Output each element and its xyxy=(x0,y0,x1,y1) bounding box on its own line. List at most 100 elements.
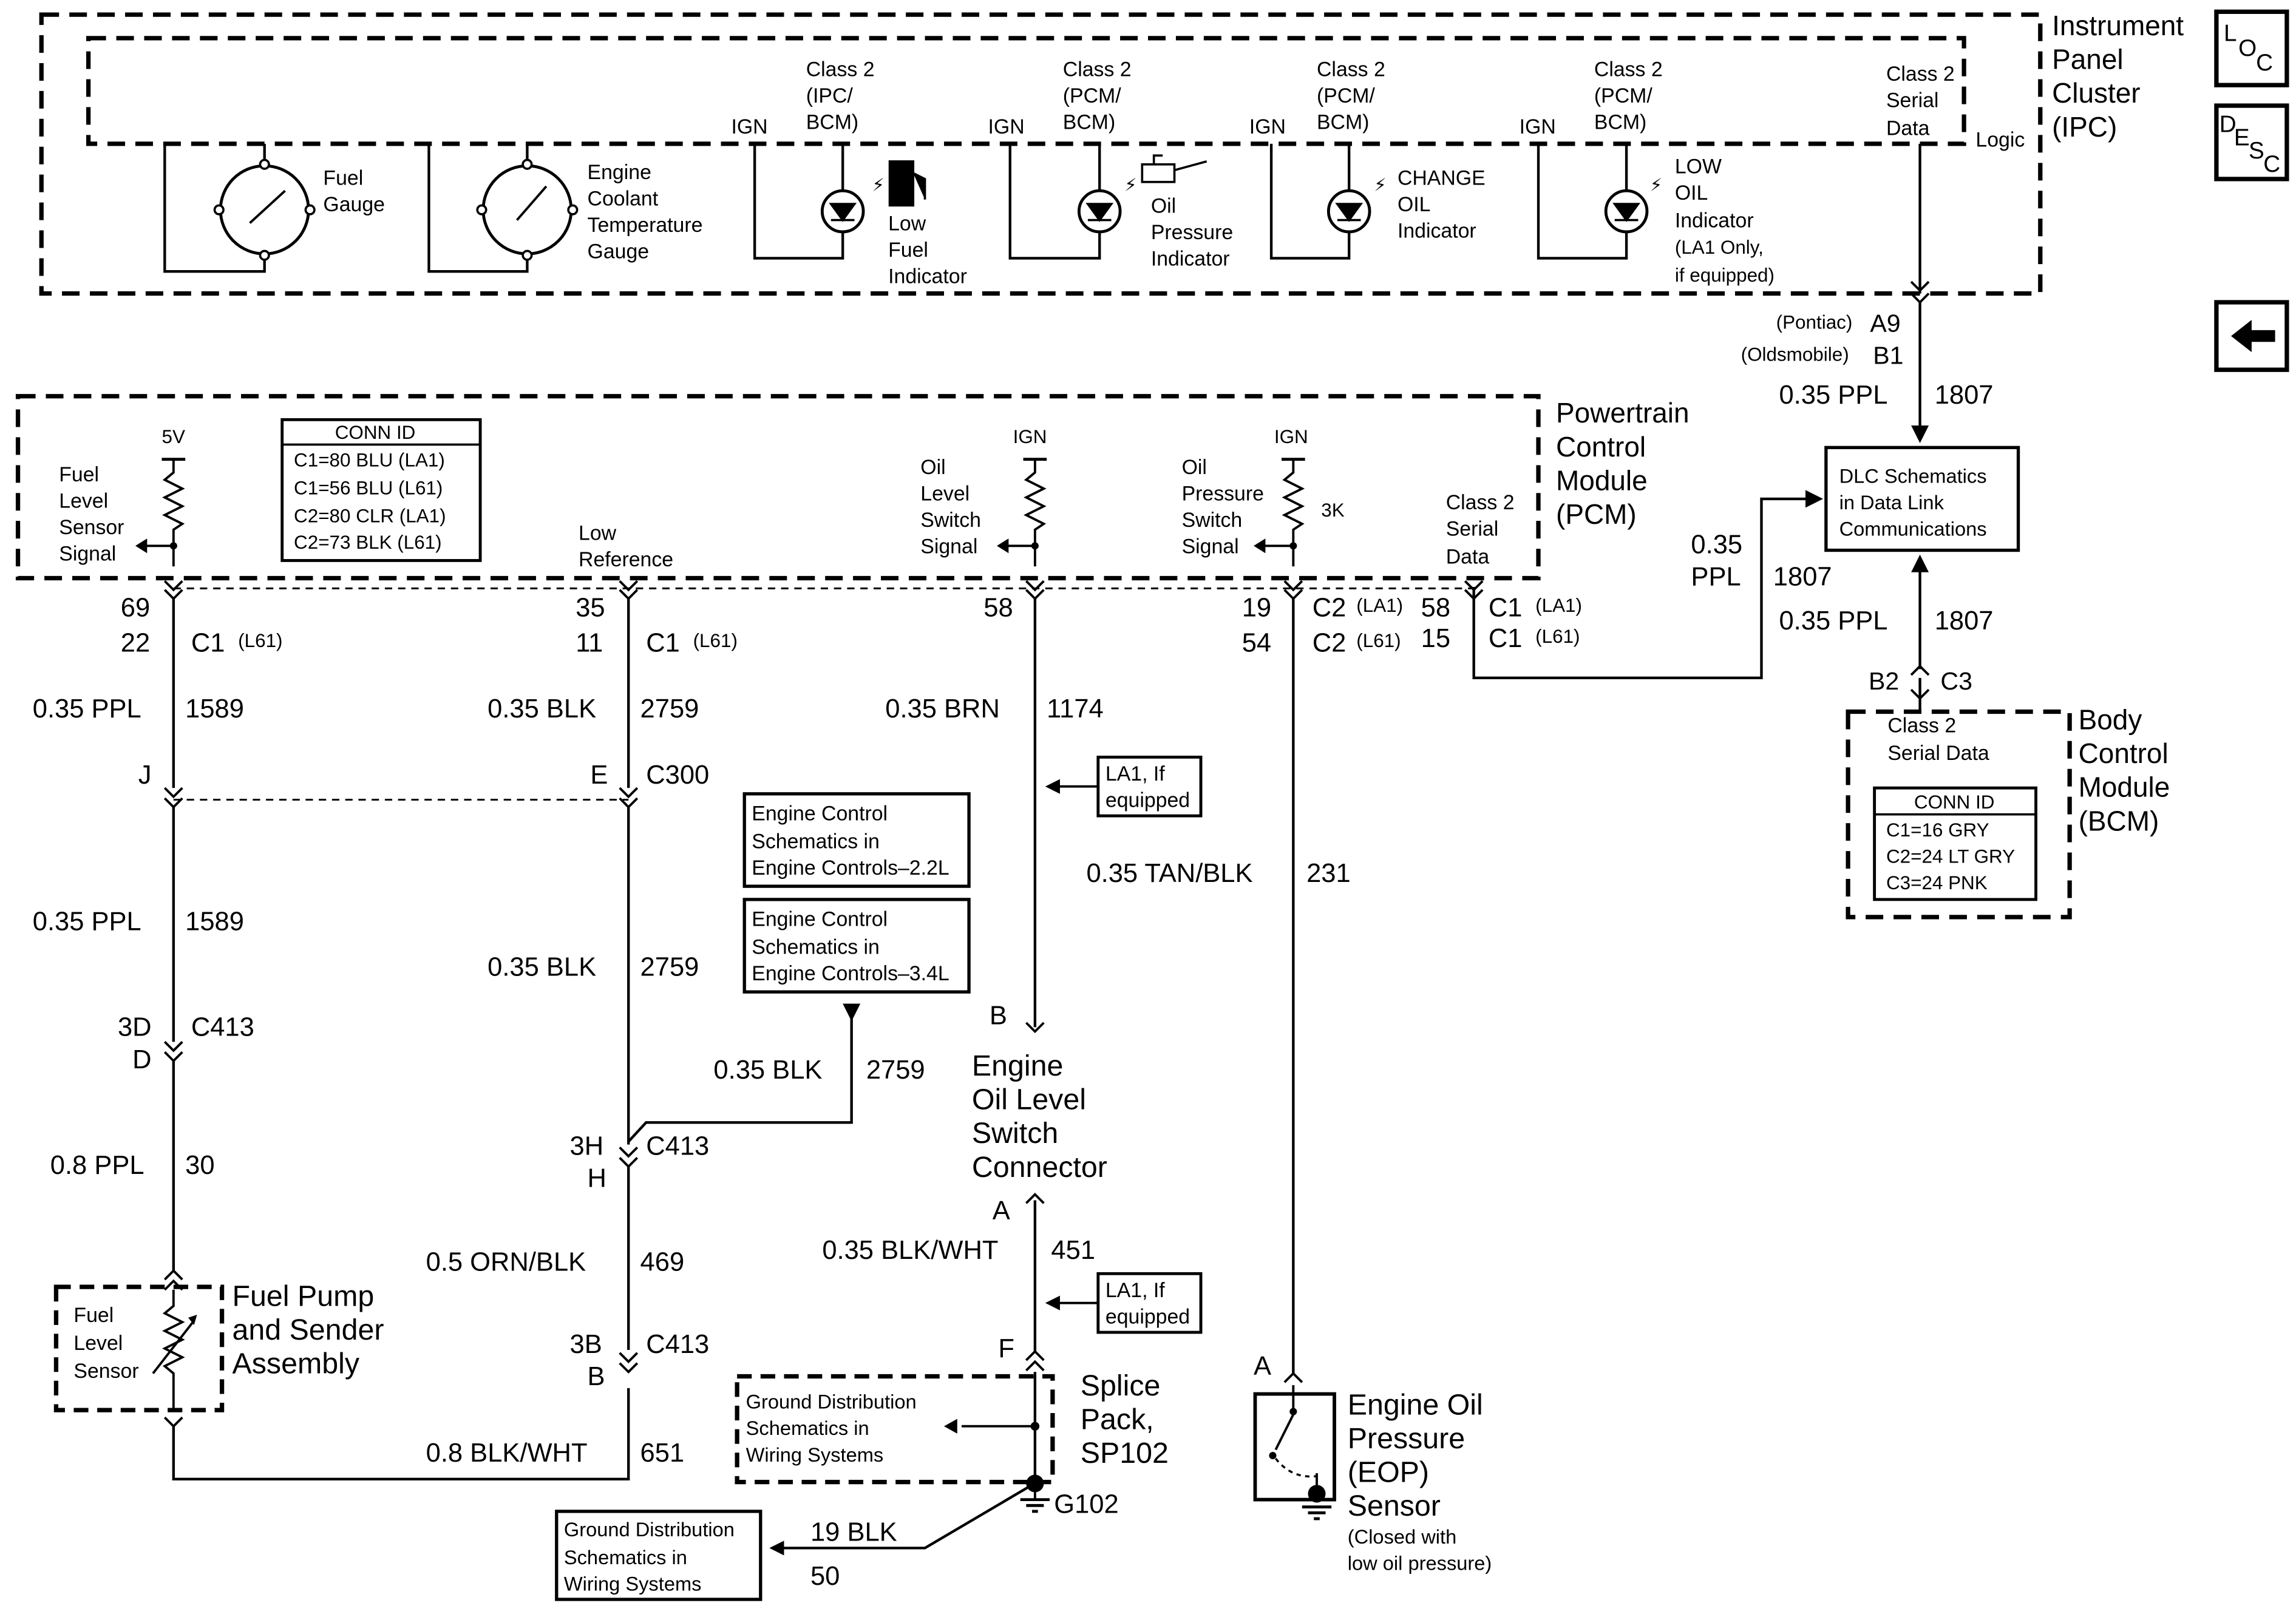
svg-text:IGN: IGN xyxy=(1249,115,1286,138)
low-fuel-indicator: IGN ⚡ Class 2 (IPC/ BCM) Low Fuel Indica… xyxy=(731,58,966,288)
svg-text:Pressure: Pressure xyxy=(1182,482,1264,505)
svg-text:Module: Module xyxy=(1556,464,1648,496)
dlc-left-wire: 0.35 PPL 1807 xyxy=(1472,490,1832,680)
svg-text:469: 469 xyxy=(640,1247,685,1276)
svg-text:3H: 3H xyxy=(570,1132,604,1161)
svg-text:(PCM/: (PCM/ xyxy=(1317,84,1375,107)
svg-text:Engine Controls–2.2L: Engine Controls–2.2L xyxy=(752,856,949,880)
svg-text:231: 231 xyxy=(1306,859,1351,888)
dlc-reference-box[interactable]: DLC Schematics in Data Link Communicatio… xyxy=(1824,446,2020,552)
svg-text:BCM): BCM) xyxy=(1063,111,1115,134)
svg-text:Fuel: Fuel xyxy=(73,1304,114,1327)
svg-text:3B: 3B xyxy=(570,1330,602,1359)
svg-text:0.35 BLK: 0.35 BLK xyxy=(713,1056,822,1085)
engine-controls-3-4l-ref[interactable]: Engine Control Schematics in Engine Cont… xyxy=(742,898,971,994)
svg-text:IGN: IGN xyxy=(1274,426,1308,447)
loc-button[interactable]: L O C xyxy=(2214,9,2289,87)
svg-text:1807: 1807 xyxy=(1935,606,1994,636)
desc-button[interactable]: D E S C xyxy=(2214,103,2289,181)
svg-text:Class 2: Class 2 xyxy=(1886,63,1955,86)
svg-text:Instrument: Instrument xyxy=(2052,10,2184,41)
svg-text:Control: Control xyxy=(2079,737,2169,769)
svg-text:Schematics in: Schematics in xyxy=(564,1546,687,1568)
svg-text:B: B xyxy=(990,1001,1007,1030)
svg-text:Data: Data xyxy=(1446,545,1490,568)
svg-text:Assembly: Assembly xyxy=(233,1348,360,1380)
low-oil-indicator: IGN ⚡ Class 2 (PCM/ BCM) LOW OIL Indicat… xyxy=(1520,58,1775,286)
svg-text:15: 15 xyxy=(1421,624,1450,653)
oil-pressure-switch-signal: IGN 3K Oil Pressure Switch Signal xyxy=(1182,426,1345,567)
svg-text:IGN: IGN xyxy=(988,115,1025,138)
pcm-serial-data: Class 2 Serial Data xyxy=(1446,491,1515,568)
svg-text:BCM): BCM) xyxy=(1594,111,1646,134)
pcm-connector-pins: 69 22 C1 (L61) 35 11 C1 (L61) 58 19 54 C… xyxy=(121,580,1582,657)
svg-text:651: 651 xyxy=(640,1439,685,1468)
svg-text:Indicator: Indicator xyxy=(1675,209,1754,232)
svg-text:(BCM): (BCM) xyxy=(2079,805,2159,836)
svg-text:0.35 PPL: 0.35 PPL xyxy=(1779,606,1887,636)
diode-icon xyxy=(829,203,857,222)
svg-text:C2=80 CLR (LA1): C2=80 CLR (LA1) xyxy=(294,506,446,527)
diode-icon xyxy=(1612,203,1640,222)
loc-letter-l: L xyxy=(2224,21,2237,47)
engine-controls-2-2l-ref[interactable]: Engine Control Schematics in Engine Cont… xyxy=(742,792,971,888)
svg-text:Cluster: Cluster xyxy=(2052,77,2140,109)
svg-text:(IPC/: (IPC/ xyxy=(806,84,854,107)
svg-text:Serial Data: Serial Data xyxy=(1887,742,1989,765)
svg-text:0.35 BLK: 0.35 BLK xyxy=(487,953,596,982)
svg-text:35: 35 xyxy=(576,593,605,622)
desc-letter-c: C xyxy=(2263,151,2280,177)
svg-text:SP102: SP102 xyxy=(1081,1437,1169,1470)
svg-text:(LA1 Only,: (LA1 Only, xyxy=(1675,237,1764,258)
svg-text:Level: Level xyxy=(920,482,970,505)
svg-text:Oil: Oil xyxy=(1182,456,1207,479)
svg-text:and Sender: and Sender xyxy=(233,1314,384,1346)
svg-text:low oil pressure): low oil pressure) xyxy=(1348,1552,1492,1575)
bcm-module: B2 C3 Class 2 Serial Data CONN ID C1=16 … xyxy=(1846,667,2170,920)
svg-text:58: 58 xyxy=(1421,593,1450,622)
svg-text:Sensor: Sensor xyxy=(59,516,124,539)
svg-text:(Pontiac): (Pontiac) xyxy=(1776,312,1853,333)
svg-text:Panel: Panel xyxy=(2052,44,2123,75)
svg-text:B: B xyxy=(588,1362,605,1391)
svg-text:OIL: OIL xyxy=(1675,181,1708,205)
svg-text:B2: B2 xyxy=(1869,667,1899,695)
svg-text:Powertrain: Powertrain xyxy=(1556,397,1690,429)
svg-text:Engine Control: Engine Control xyxy=(752,907,888,931)
svg-text:Engine Control: Engine Control xyxy=(752,802,888,825)
ground-distribution-ref[interactable]: Ground Distribution Schematics in Wiring… xyxy=(555,1510,763,1601)
svg-text:B1: B1 xyxy=(1873,342,1903,370)
svg-text:0.35 BLK/WHT: 0.35 BLK/WHT xyxy=(822,1236,998,1265)
resistor-icon xyxy=(1282,459,1305,567)
loc-letter-o: O xyxy=(2238,35,2257,61)
svg-text:A: A xyxy=(1254,1352,1271,1381)
svg-text:Coolant: Coolant xyxy=(588,187,659,210)
svg-text:0.35: 0.35 xyxy=(1691,530,1742,559)
desc-letter-d: D xyxy=(2220,112,2237,138)
svg-text:19: 19 xyxy=(1242,593,1271,622)
svg-text:Pack,: Pack, xyxy=(1081,1403,1154,1436)
svg-text:Schematics in: Schematics in xyxy=(746,1417,869,1439)
svg-text:Engine: Engine xyxy=(972,1049,1063,1082)
variable-resistor-icon xyxy=(162,1289,185,1411)
svg-text:Fuel Pump: Fuel Pump xyxy=(233,1280,375,1313)
svg-text:Schematics in: Schematics in xyxy=(752,935,880,958)
svg-text:0.35 PPL: 0.35 PPL xyxy=(33,907,141,937)
light-rays-icon: ⚡ xyxy=(1650,175,1662,195)
svg-text:C3: C3 xyxy=(1940,667,1972,695)
loc-letter-c: C xyxy=(2256,50,2273,76)
svg-text:Ground Distribution: Ground Distribution xyxy=(746,1391,917,1413)
svg-text:0.8 PPL: 0.8 PPL xyxy=(50,1151,144,1180)
coolant-gauge: Engine Coolant Temperature Gauge xyxy=(427,143,702,273)
svg-text:69: 69 xyxy=(121,593,150,622)
svg-text:5V: 5V xyxy=(161,426,185,447)
svg-text:C2: C2 xyxy=(1313,628,1347,657)
svg-text:CONN ID: CONN ID xyxy=(1914,792,1995,813)
svg-text:(L61): (L61) xyxy=(693,630,738,651)
gauge-needle-icon xyxy=(516,185,548,221)
back-button[interactable] xyxy=(2214,300,2289,372)
svg-text:19 BLK: 19 BLK xyxy=(810,1517,897,1547)
svg-text:Engine Controls–3.4L: Engine Controls–3.4L xyxy=(752,962,949,985)
pressure-switch-icon xyxy=(1274,1414,1295,1451)
gauge-needle-icon xyxy=(249,189,286,224)
